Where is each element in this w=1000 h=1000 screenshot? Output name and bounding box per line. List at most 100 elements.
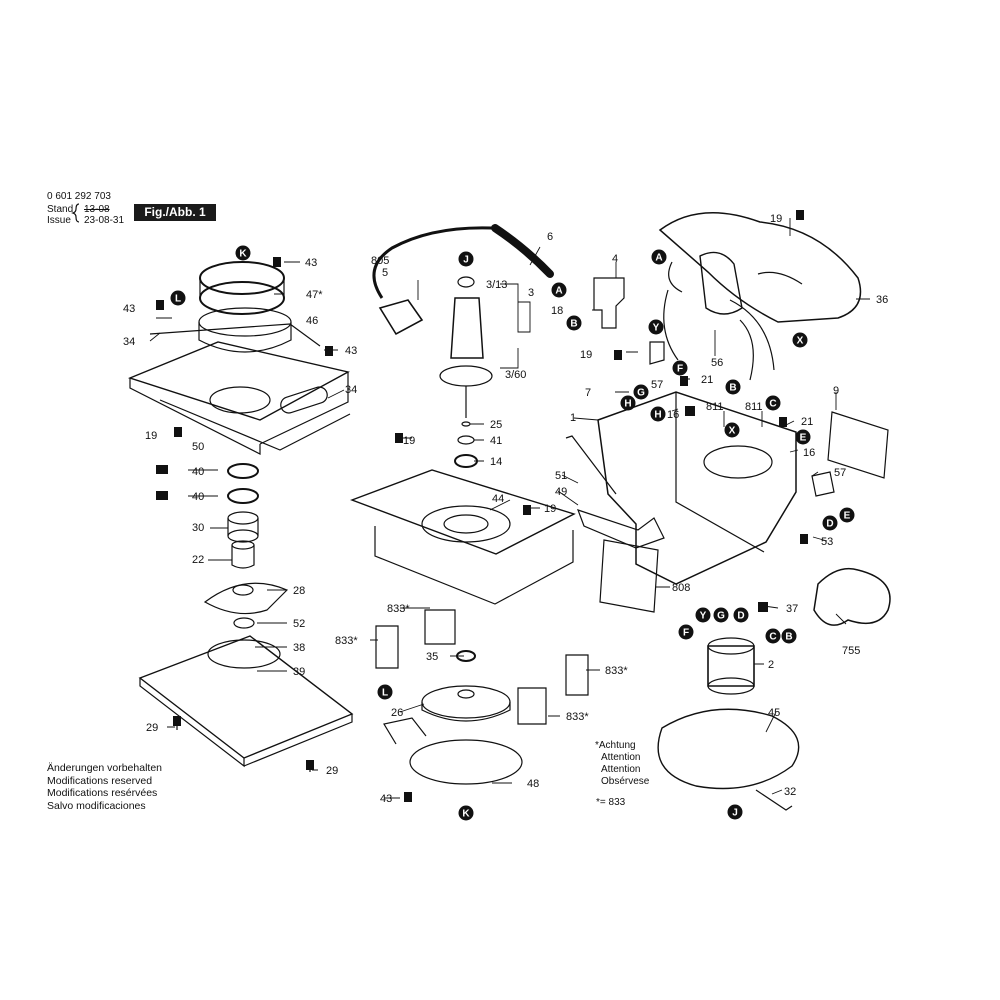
- callout-label: 56: [711, 357, 723, 369]
- note-fr: Modifications resérvées: [47, 787, 158, 799]
- connection-marker: D: [822, 515, 838, 531]
- callout-label: 34: [123, 336, 135, 348]
- callout-label: 811: [745, 401, 763, 413]
- callout-label: 29: [326, 765, 338, 777]
- connection-marker: F: [672, 360, 688, 376]
- marker-letter: H: [654, 410, 661, 421]
- callout-label: 3/13: [486, 279, 507, 291]
- note-de: Änderungen vorbehalten: [47, 762, 163, 774]
- connection-marker: B: [725, 379, 741, 395]
- marker-letter: D: [826, 519, 833, 530]
- callout-label: 29: [146, 722, 158, 734]
- callout-label: 19: [580, 349, 592, 361]
- callout-label: 16: [667, 409, 679, 421]
- marker-letter: A: [555, 286, 562, 297]
- callout-label: 26: [391, 707, 403, 719]
- callout-label: 43: [305, 257, 317, 269]
- connection-marker: L: [377, 684, 393, 700]
- connection-marker: H: [650, 406, 666, 422]
- callout-label: 3: [528, 287, 534, 299]
- callout-label: 833*: [335, 635, 358, 647]
- callout-label: 805: [371, 255, 389, 267]
- callout-label: 808: [672, 582, 690, 594]
- callout-label: 37: [786, 603, 798, 615]
- marker-letter: H: [624, 399, 631, 410]
- marker-letter: B: [785, 632, 792, 643]
- attention-de: *Achtung: [595, 740, 636, 751]
- equivalence-note: *= 833: [596, 797, 626, 808]
- note-en: Modifications reserved: [47, 774, 153, 787]
- callout-label: 4: [612, 253, 618, 265]
- connection-marker: C: [765, 395, 781, 411]
- connection-marker: B: [566, 315, 582, 331]
- callout-label: 53: [821, 536, 833, 548]
- connection-marker: E: [839, 507, 855, 523]
- callout-label: 49: [555, 486, 567, 498]
- callout-label: 6: [547, 231, 553, 243]
- issue-label: Issue: [47, 215, 71, 226]
- connection-marker: K: [458, 805, 474, 821]
- callout-label: 3/60: [505, 369, 526, 381]
- callout-label: 18: [551, 305, 563, 317]
- callout-label: 34: [345, 384, 357, 396]
- callout-label: 833*: [566, 711, 589, 723]
- part-number: 0 601 292 703: [47, 191, 111, 202]
- connection-marker: K: [235, 245, 251, 261]
- marker-letter: B: [729, 383, 736, 394]
- marker-letter: L: [382, 688, 388, 699]
- issue-value: 23-08-31: [84, 215, 125, 226]
- marker-letter: J: [732, 808, 738, 819]
- marker-letter: B: [570, 319, 577, 330]
- callout-label: 7: [585, 387, 591, 399]
- callout-label: 32: [784, 786, 796, 798]
- marker-letter: A: [655, 253, 662, 264]
- callout-label: 9: [833, 385, 839, 397]
- callout-label: 43: [345, 345, 357, 357]
- connection-marker: G: [713, 607, 729, 623]
- connection-marker: G: [633, 384, 649, 400]
- callout-label: 36: [876, 294, 888, 306]
- stand-label: Stand: [47, 204, 74, 215]
- callout-label: 21: [801, 416, 813, 428]
- callout-label: 833*: [605, 665, 628, 677]
- connection-marker: D: [733, 607, 749, 623]
- connection-marker: H: [620, 395, 636, 411]
- callout-label: 45: [768, 707, 780, 719]
- callout-label: 28: [293, 585, 305, 597]
- marker-letter: G: [637, 388, 645, 399]
- callout-label: 57: [651, 379, 663, 391]
- attention-es: Obsérvese: [601, 776, 650, 787]
- callout-label: 19: [770, 213, 782, 225]
- callout-label: 47*: [306, 289, 323, 301]
- callout-label: 22: [192, 554, 204, 566]
- callout-label: 1: [570, 412, 576, 424]
- callout-label: 35: [426, 651, 438, 663]
- connection-marker: X: [724, 422, 740, 438]
- callout-label: 44: [492, 493, 504, 505]
- callout-label: 21: [701, 374, 713, 386]
- connection-marker: J: [458, 251, 474, 267]
- connection-marker: B: [781, 628, 797, 644]
- callout-label: 833*: [387, 603, 410, 615]
- marker-letter: C: [769, 632, 776, 643]
- marker-letter: Y: [653, 323, 660, 334]
- connection-marker: Y: [648, 319, 664, 335]
- connection-marker: X: [792, 332, 808, 348]
- attention-en: Attention: [601, 752, 641, 763]
- connection-marker: J: [727, 804, 743, 820]
- marker-letter: J: [463, 255, 469, 266]
- callout-label: 41: [490, 435, 502, 447]
- marker-letter: C: [769, 399, 776, 410]
- callout-label: 5: [382, 267, 388, 279]
- marker-letter: F: [683, 628, 689, 639]
- callout-label: 48: [527, 778, 539, 790]
- marker-letter: G: [717, 611, 725, 622]
- attention-fr: Attention: [601, 764, 641, 775]
- marker-letter: X: [729, 426, 736, 437]
- connection-marker: E: [795, 429, 811, 445]
- marker-letter: E: [844, 511, 851, 522]
- callout-label: 14: [490, 456, 502, 468]
- stand-value: 13-08: [84, 204, 110, 215]
